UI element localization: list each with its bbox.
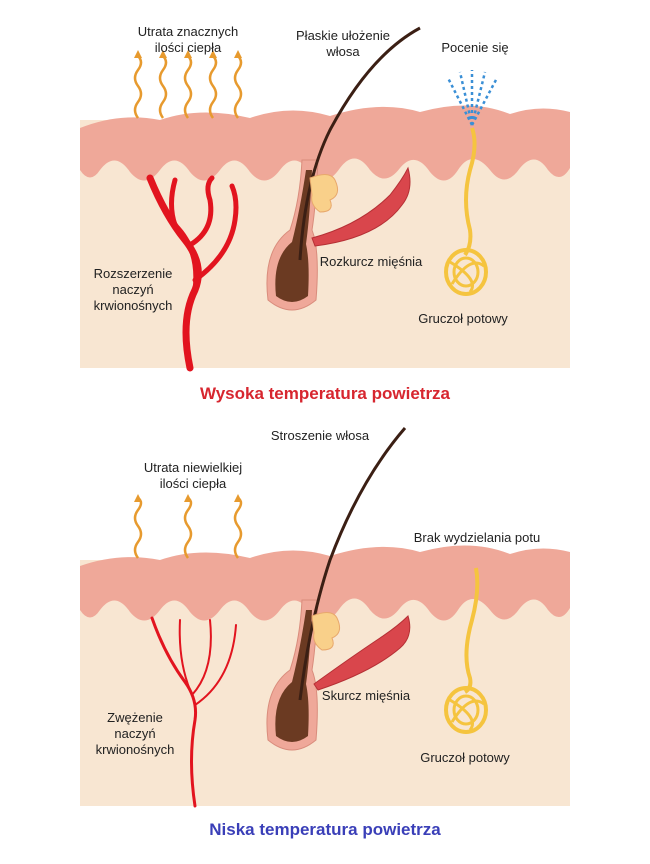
heat-loss-label: Utrata niewielkiej ilości ciepła	[143, 460, 243, 491]
cold-panel: Stroszenie włosa Utrata niewielkiej iloś…	[0, 420, 650, 864]
muscle-label: Rozkurcz mięśnia	[319, 254, 423, 269]
gland-label: Gruczoł potowy	[420, 750, 510, 765]
constricted-blood-vessels	[150, 616, 237, 808]
contracted-muscle	[313, 615, 411, 691]
hair-erect	[298, 427, 407, 701]
hot-skin-diagram	[80, 26, 570, 372]
sweat-drops	[446, 70, 499, 126]
heat-loss-label: Utrata znacznych ilości ciepła	[137, 24, 239, 55]
cold-skin-diagram	[80, 427, 570, 808]
hair-label: Stroszenie włosa	[270, 428, 370, 443]
vessel-label: Zwężenie naczyń krwionośnych	[95, 710, 175, 757]
no-sweat-label: Brak wydzielania potu	[413, 530, 541, 545]
hair-follicle	[266, 599, 319, 751]
hair-follicle	[266, 159, 319, 311]
sebaceous-gland	[309, 174, 339, 213]
sweat-gland	[444, 567, 488, 734]
dilated-blood-vessels	[146, 174, 239, 372]
relaxed-muscle	[311, 166, 411, 247]
hair-label: Płaskie ułożenie włosa	[296, 28, 390, 59]
hair-flat	[298, 26, 421, 261]
muscle-label: Skurcz mięśnia	[321, 688, 411, 703]
cold-caption: Niska temperatura powietrza	[209, 820, 441, 839]
sweating-label: Pocenie się	[441, 40, 509, 55]
hot-panel: Utrata znacznych ilości ciepła Płaskie u…	[0, 0, 650, 410]
hot-caption: Wysoka temperatura powietrza	[199, 384, 451, 403]
heat-waves	[133, 496, 243, 559]
gland-label: Gruczoł potowy	[418, 311, 508, 326]
vessel-label: Rozszerzenie naczyń krwionośnych	[93, 266, 173, 313]
epidermis	[80, 545, 570, 621]
heat-waves	[133, 55, 243, 119]
sebaceous-gland	[311, 612, 341, 651]
sweat-gland	[444, 127, 488, 296]
